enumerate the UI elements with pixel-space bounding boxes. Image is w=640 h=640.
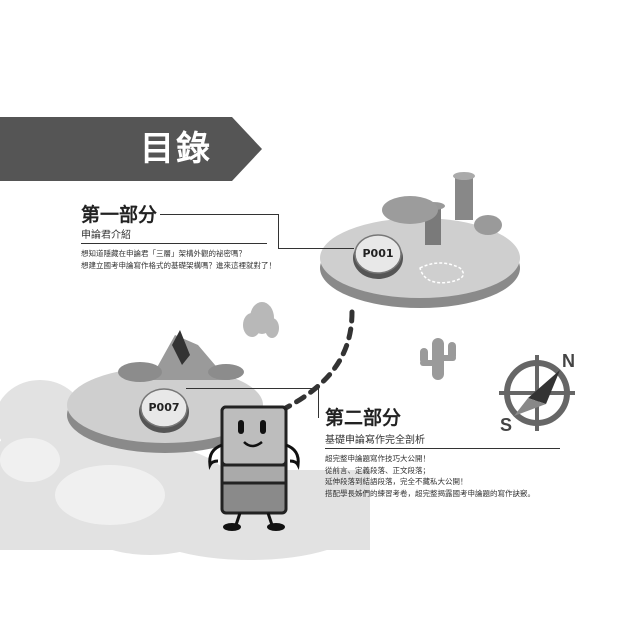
island-p001	[320, 172, 520, 308]
part1-subtitle: 申論君介紹	[81, 230, 131, 241]
toc-title: 目錄	[140, 129, 212, 169]
part1-line-1: 想知道隱藏在申論君「三層」架構外觀的祕密嗎？	[81, 249, 246, 258]
part2-description: 超完整申論題寫作技巧大公開！ 從前言、定義段落、正文段落； 延伸段落到結語段落，…	[325, 453, 535, 499]
part1-leader-line-vertical	[278, 214, 279, 248]
part1-leader-line-end	[278, 248, 354, 249]
part1-line-2: 想建立國考申論寫作格式的基礎架構嗎？進來這裡就對了！	[81, 260, 276, 270]
part2-line-2: 從前言、定義段落、正文段落；	[325, 465, 430, 475]
part2-subtitle: 基礎申論寫作完全剖析	[325, 435, 425, 446]
dashed-route	[279, 309, 355, 413]
part2-leader-line-vertical	[318, 388, 319, 418]
shrub-icon	[243, 302, 279, 338]
part1-underline	[81, 243, 267, 244]
toc-banner: 目錄	[0, 117, 262, 181]
part2-line-4: 搭配學長姊們的練習考卷，超完整揭露國考申論題的寫作訣竅。	[325, 488, 535, 498]
part2-line-1: 超完整申論題寫作技巧大公開！	[325, 454, 430, 463]
part2-leader-line	[186, 388, 318, 389]
island-p007	[67, 330, 263, 453]
character-mascot	[208, 405, 300, 531]
part1-page-badge[interactable]: P001	[362, 247, 394, 260]
part1-heading[interactable]: 第一部分	[81, 204, 158, 226]
compass-north-label: N	[562, 351, 575, 371]
compass-south-label: S	[500, 415, 513, 435]
cactus-icon	[420, 338, 456, 380]
part1-description: 想知道隱藏在申論君「三層」架構外觀的祕密嗎？ 想建立國考申論寫作格式的基礎架構嗎…	[81, 248, 276, 271]
part2-page-badge[interactable]: P007	[148, 401, 180, 414]
part1-leader-line	[160, 214, 278, 215]
part2-heading[interactable]: 第二部分	[325, 407, 402, 429]
part2-line-3: 延伸段落到結語段落，完全不藏私大公開！	[325, 477, 468, 486]
part2-underline	[325, 448, 560, 449]
compass-icon	[499, 355, 575, 431]
